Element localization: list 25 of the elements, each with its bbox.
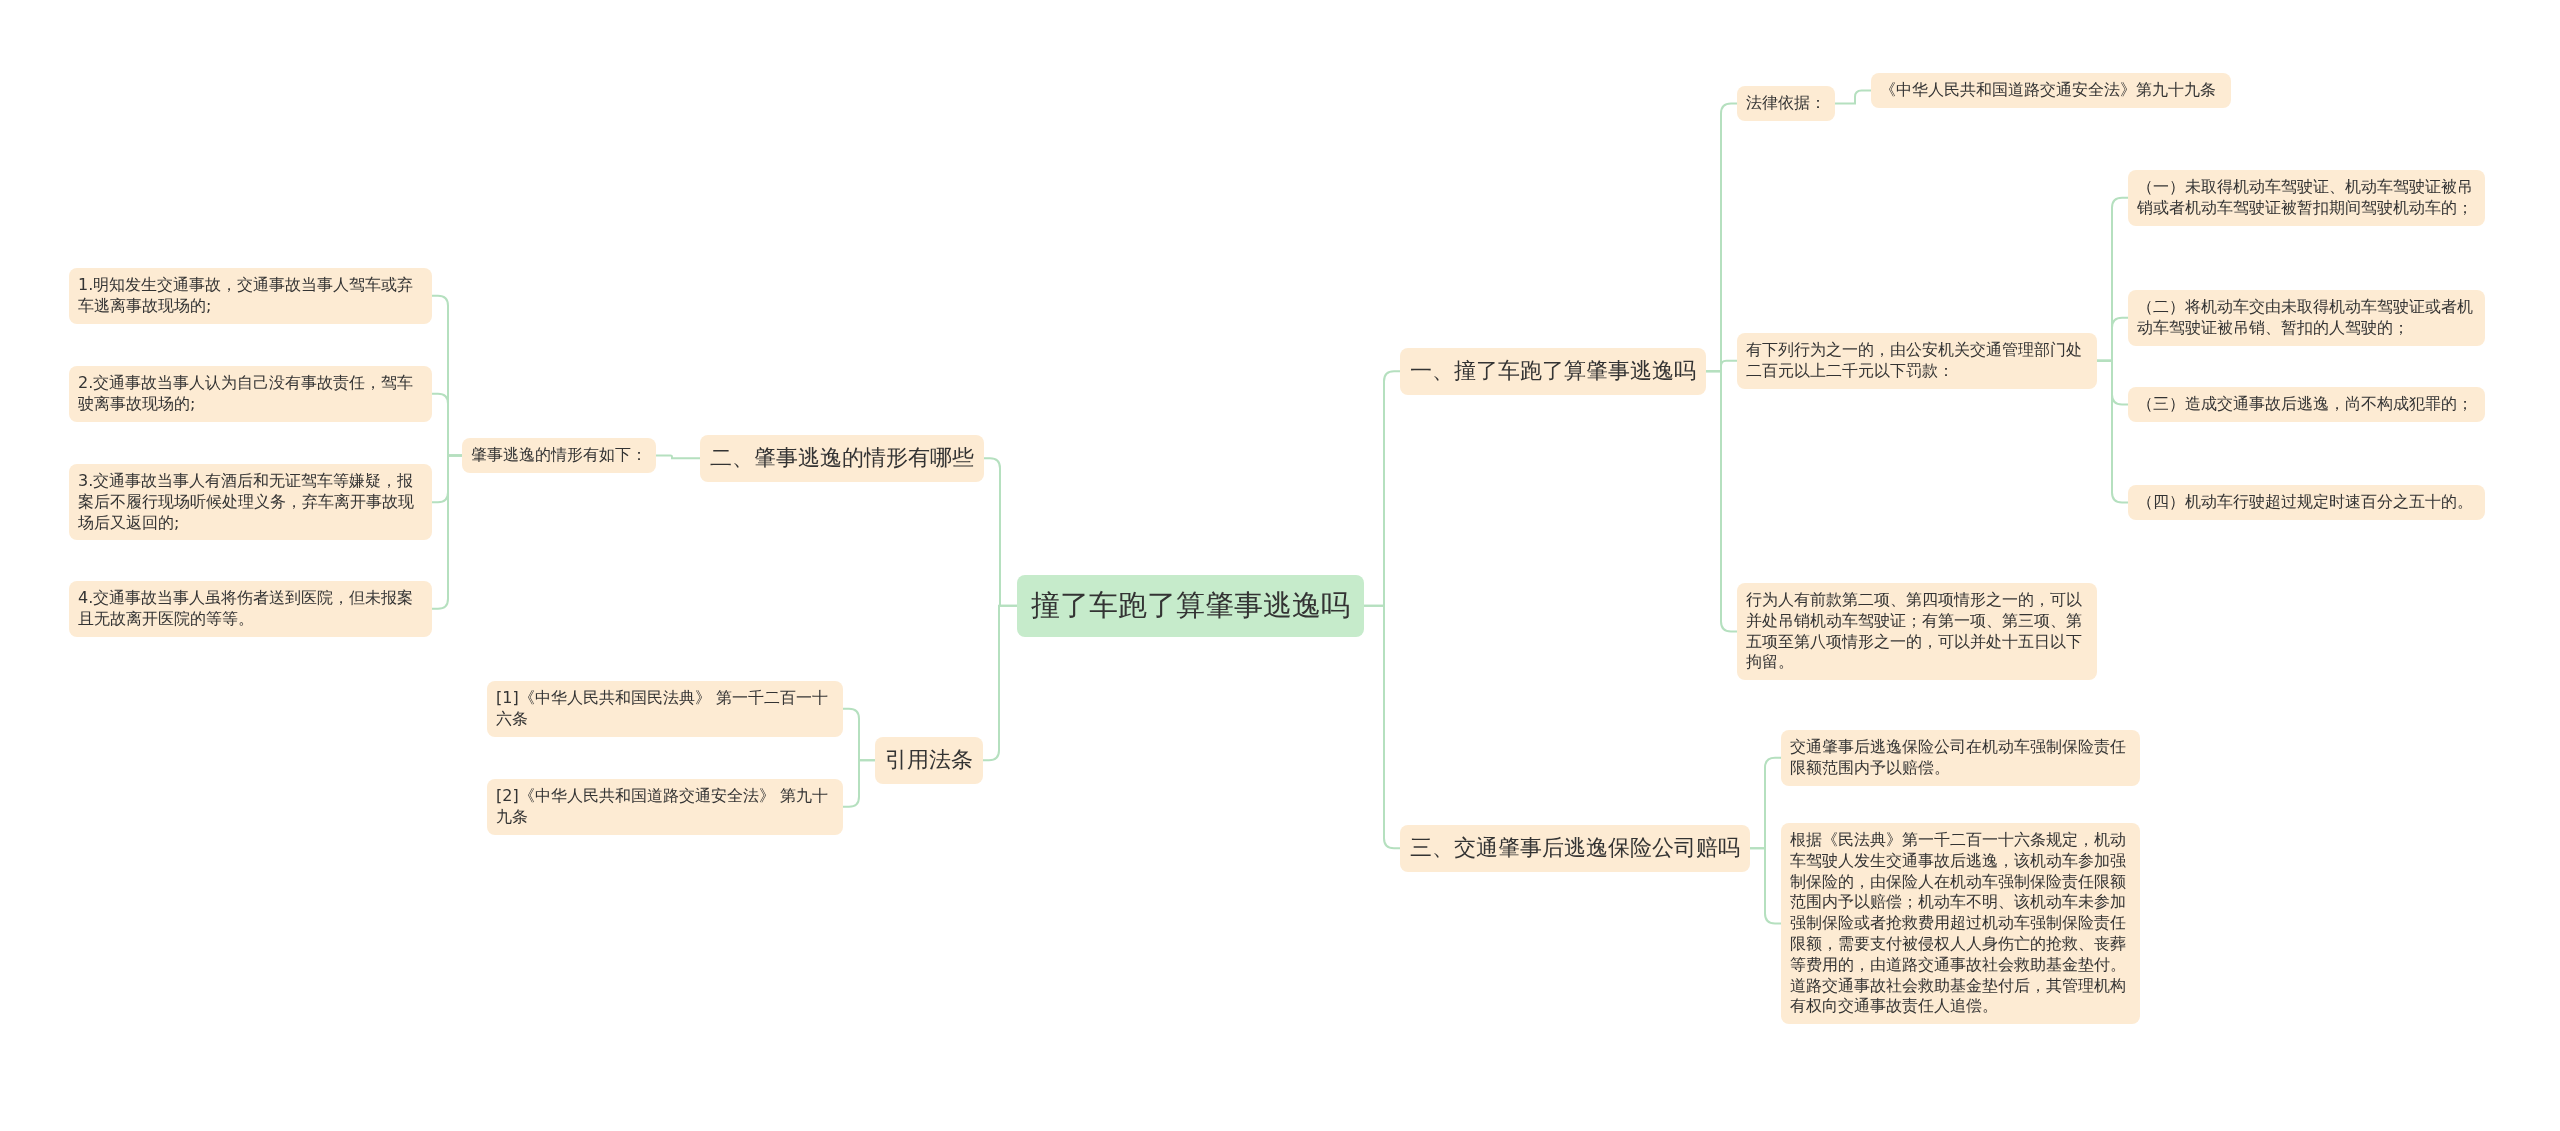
subtopic-box: 1.明知发生交通事故，交通事故当事人驾车或弃车逃离事故现场的; [69, 268, 432, 324]
subtopic-box: [1]《中华人民共和国民法典》 第一千二百一十六条 [487, 681, 843, 737]
subtopic-box: （二）将机动车交由未取得机动车驾驶证或者机动车驾驶证被吊销、暂扣的人驾驶的； [2128, 290, 2485, 346]
subtopic-box: 《中华人民共和国道路交通安全法》第九十九条 [1871, 73, 2231, 108]
subtopic-box: 肇事逃逸的情形有如下： [462, 438, 656, 473]
connector-line [1834, 89, 1872, 105]
subtopic-box: （三）造成交通事故后逃逸，尚不构成犯罪的； [2128, 387, 2485, 422]
connector-line [655, 454, 701, 460]
branch-topic: 一、撞了车跑了算肇事逃逸吗 [1400, 348, 1706, 395]
subtopic-box: 3.交通事故当事人有酒后和无证驾车等嫌疑，报案后不履行现场听候处理义务，弃车离开事故现场后又返回的; [69, 464, 432, 541]
connector-line [842, 759, 876, 808]
subtopic-box: 4.交通事故当事人虽将伤者送到医院，但未报案且无故离开医院的等等。 [69, 581, 432, 637]
subtopic-box: [2]《中华人民共和国道路交通安全法》 第九十九条 [487, 779, 843, 835]
subtopic-box: 法律依据： [1737, 86, 1835, 121]
subtopic-box: 根据《民法典》第一千二百一十六条规定，机动车驾驶人发生交通事故后逃逸，该机动车参加强制保险的，由保险人在机动车强制保险责任限额范围内予以赔偿；机动车不明、该机动车未参加强制保险或者抢救费用超过机动车强制保险责任限额，需要支付被侵权人人身伤亡的抢救、丧葬等费用的，由道路交通事故社会救助基金垫付。道路交通事故社会救助基金垫付后，其管理机构有权向交通事故责任人追偿。 [1781, 823, 2140, 1025]
branch-topic: 二、肇事逃逸的情形有哪些 [700, 435, 984, 482]
branch-topic: 引用法条 [875, 737, 983, 784]
subtopic-box: 行为人有前款第二项、第四项情形之一的，可以并处吊销机动车驾驶证；有第一项、第三项、第五项至第八项情形之一的，可以并处十五日以下拘留。 [1737, 583, 2097, 681]
subtopic-box: 有下列行为之一的，由公安机关交通管理部门处二百元以上二千元以下罚款： [1737, 333, 2097, 389]
subtopic-box: 2.交通事故当事人认为自己没有事故责任，驾车驶离事故现场的; [69, 366, 432, 422]
subtopic-box: （一）未取得机动车驾驶证、机动车驾驶证被吊销或者机动车驾驶证被暂扣期间驾驶机动车的； [2128, 170, 2485, 226]
subtopic-box: 交通肇事后逃逸保险公司在机动车强制保险责任限额范围内予以赔偿。 [1781, 730, 2140, 786]
branch-topic: 三、交通肇事后逃逸保险公司赔吗 [1400, 825, 1750, 872]
subtopic-box: （四）机动车行驶超过规定时速百分之五十的。 [2128, 485, 2485, 520]
central-topic: 撞了车跑了算肇事逃逸吗 [1017, 575, 1364, 637]
